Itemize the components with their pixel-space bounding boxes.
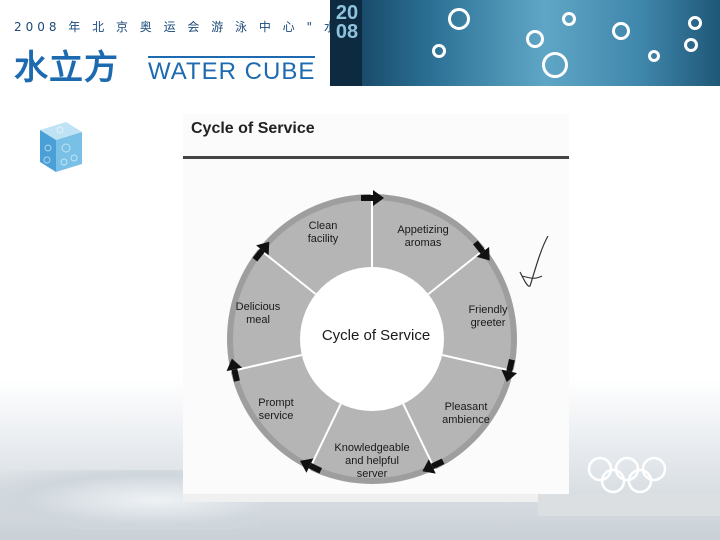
- segment-line: server: [356, 468, 388, 480]
- cycle-arrow-icon: [422, 458, 445, 474]
- cycle-arrow-icon: [226, 358, 243, 382]
- bubble-icon: [684, 38, 698, 52]
- segment-line: Clean: [308, 220, 338, 232]
- center-label: Cycle of Service: [321, 327, 431, 344]
- segment-divider: [402, 403, 436, 471]
- cycle-arrow-icon: [501, 358, 518, 383]
- water-cube-icon: [40, 122, 82, 172]
- olympic-rings-icon: [587, 456, 667, 494]
- segment-label-delicious-meal: Delicious meal: [203, 301, 313, 327]
- footer-bar: [538, 494, 720, 516]
- english-logo-text: WATER CUBE: [148, 56, 316, 85]
- segment-line: aromas: [404, 237, 442, 249]
- bubble-icon: [648, 50, 660, 62]
- title-underline: [183, 156, 569, 159]
- segment-line: and helpful: [345, 455, 399, 467]
- bubble-icon: [542, 52, 568, 78]
- logo-area: 2008 年 北 京 奥 运 会 游 泳 中 心 " 水 立 方 " 水立方 W…: [0, 0, 401, 88]
- segment-line: greeter: [470, 317, 506, 329]
- segment-line: Friendly: [468, 304, 508, 316]
- bubble-icon: [562, 12, 576, 26]
- chinese-logo-text: 水立方: [14, 48, 119, 88]
- segment-line: Pleasant: [444, 401, 488, 413]
- segment-divider: [230, 354, 303, 373]
- segment-line: facility: [307, 233, 339, 245]
- segment-line: Prompt: [258, 397, 294, 409]
- bubble-icon: [448, 8, 470, 30]
- diagram-bottom-edge: [183, 494, 569, 502]
- banner-stripe: 2008: [330, 0, 362, 86]
- header-banner: 2008: [330, 0, 720, 86]
- segment-label-pleasant-ambience: Pleasant ambience: [411, 401, 521, 427]
- bubble-icon: [612, 22, 630, 40]
- segment-divider: [258, 247, 317, 295]
- segment-divider: [427, 247, 486, 295]
- bubble-icon: [432, 44, 446, 58]
- cycle-of-service-diagram: Cycle of Service Clean facility Appetizi…: [183, 114, 569, 502]
- checkmark-scribble-icon: [519, 235, 549, 287]
- segment-line: Delicious: [235, 301, 281, 313]
- cycle-arrow-icon: [473, 240, 490, 261]
- segment-label-friendly-greeter: Friendly greeter: [433, 304, 543, 330]
- segment-label-knowledgeable-server: Knowledgeable and helpful server: [317, 442, 427, 481]
- header: 2008 年 北 京 奥 运 会 游 泳 中 心 " 水 立 方 " 水立方 W…: [0, 0, 720, 88]
- diagram-title: Cycle of Service: [191, 120, 315, 137]
- segment-line: service: [258, 410, 294, 422]
- segment-line: ambience: [442, 414, 490, 426]
- segment-label-appetizing-aromas: Appetizing aromas: [368, 224, 478, 250]
- segment-divider: [308, 403, 342, 471]
- segment-divider: [441, 354, 514, 373]
- segment-line: Knowledgeable: [334, 442, 410, 454]
- bubble-icon: [526, 30, 544, 48]
- chinese-venue-line: 2008 年 北 京 奥 运 会 游 泳 中 心 " 水 立 方 ": [14, 20, 405, 34]
- segment-line: meal: [246, 314, 270, 326]
- segment-label-clean-facility: Clean facility: [268, 220, 378, 246]
- banner-year: 2008: [335, 2, 359, 43]
- cycle-arrow-icon: [252, 241, 270, 262]
- segment-line: Appetizing: [397, 224, 449, 236]
- cycle-ring: [226, 190, 518, 484]
- cycle-arrow-icon: [300, 458, 323, 474]
- segment-label-prompt-service: Prompt service: [221, 397, 331, 423]
- cycle-arrow-icon: [361, 190, 384, 206]
- bubble-icon: [688, 16, 702, 30]
